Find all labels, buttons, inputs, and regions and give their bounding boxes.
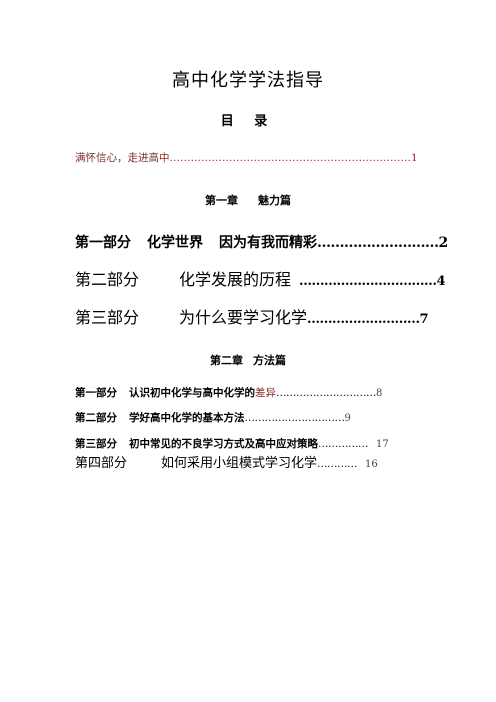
toc-entry-ch2-part3[interactable]: 第三部分初中常见的不良学习方式及高中应对策略…………… 17 [75, 436, 389, 451]
toc-part-label: 第四部分 [75, 456, 128, 471]
chapter-name: 魅力篇 [258, 194, 291, 207]
chapter-heading-1: 第一章 魅力篇 [0, 192, 496, 208]
toc-entry-ch1-part1[interactable]: 第一部分化学世界因为有我而精彩………………………2 [75, 232, 448, 252]
toc-entry-ch2-part2[interactable]: 第二部分学好高中化学的基本方法…………………………9 [75, 410, 351, 425]
toc-heading: 目 录 [220, 114, 276, 129]
chapter-heading-2: 第二章方法篇 [0, 352, 496, 368]
toc-entry-ch1-part3[interactable]: 第三部分 为什么要学习化学………………………7 [75, 304, 429, 328]
chapter-number: 第二章 [210, 354, 243, 367]
toc-part-label: 第一部分 [75, 235, 131, 251]
toc-page-number: 8 [376, 388, 383, 399]
toc-entry-title: 认识初中化学与高中化学的 [129, 387, 255, 399]
toc-part-label: 第一部分 [75, 387, 117, 399]
toc-entry-ch1-part2[interactable]: 第二部分 化学发展的历程 ……………………………4 [75, 266, 446, 290]
toc-page-number: 16 [365, 459, 378, 470]
toc-page-number: 7 [419, 312, 429, 327]
toc-entry-subtitle: 因为有我而精彩 [219, 235, 317, 251]
toc-leader: ……………………… [317, 235, 439, 251]
toc-part-label: 第二部分 [75, 412, 117, 424]
toc-entry-intro[interactable]: 满怀信心，走进高中……………………………………………………………1 [75, 150, 421, 165]
toc-entry-label: 满怀信心，走进高中 [75, 152, 170, 164]
toc-leader: ……………………… [307, 312, 420, 327]
toc-part-label: 第三部分 [75, 308, 140, 327]
toc-page-number: 2 [438, 235, 449, 251]
toc-entry-ch2-part1[interactable]: 第一部分认识初中化学与高中化学的差异…………………………8 [75, 385, 382, 400]
toc-page-number: 4 [436, 274, 446, 289]
chapter-name: 方法篇 [253, 354, 286, 367]
toc-leader: …………………………… [299, 274, 437, 289]
toc-part-label: 第三部分 [75, 438, 117, 450]
toc-leader: ………………………… [276, 387, 377, 399]
toc-leader: …………………………………………………………… [169, 152, 412, 164]
document-title: 高中化学学法指导 [172, 70, 324, 91]
toc-entry-title: 如何采用小组模式学习化学 [161, 456, 318, 471]
toc-entry-title: 学好高中化学的基本方法 [129, 412, 245, 424]
toc-page-number: 1 [411, 152, 418, 164]
chapter-number: 第一章 [205, 194, 238, 207]
toc-leader: ………… [317, 458, 358, 470]
toc-entry-title: 化学世界 [147, 235, 203, 251]
toc-entry-title: 初中常见的不良学习方式及高中应对策略 [129, 438, 318, 450]
toc-leader: …………… [318, 438, 369, 450]
toc-entry-title-tail: 差异 [255, 387, 276, 399]
toc-entry-ch2-part4[interactable]: 第四部分 如何采用小组模式学习化学………… 16 [75, 452, 378, 471]
toc-leader: ………………………… [244, 412, 346, 424]
toc-page-number: 17 [376, 439, 389, 450]
toc-entry-title: 为什么要学习化学 [179, 308, 308, 327]
toc-page-number: 9 [344, 413, 351, 424]
toc-entry-title: 化学发展的历程 [179, 270, 292, 289]
toc-part-label: 第二部分 [75, 270, 140, 289]
